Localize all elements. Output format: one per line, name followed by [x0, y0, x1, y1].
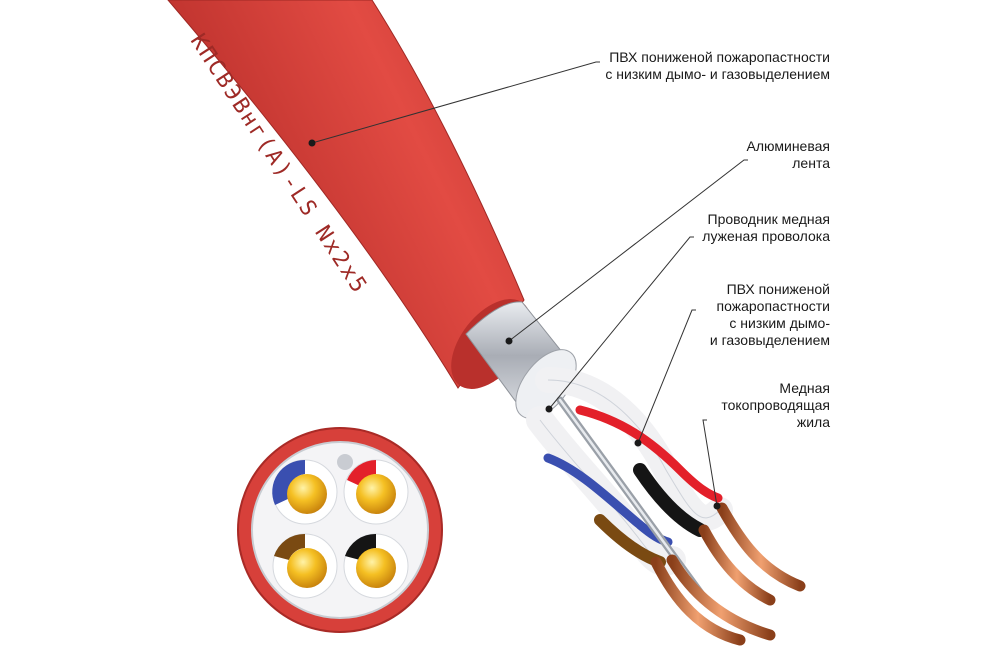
twisted-pairs: [526, 367, 733, 576]
leader-outer-sheath: [311, 61, 600, 144]
core-black: [343, 533, 409, 599]
leader-aluminum-tape: [508, 159, 748, 342]
leader-core-insulation: [637, 309, 696, 444]
label-drain-wire: Проводник медная луженая проволока: [702, 211, 830, 244]
label-copper-core: Медная токопроводящая жила: [721, 380, 830, 430]
label-outer-sheath: ПВХ пониженой пожаропастности с низким д…: [605, 49, 830, 82]
leader-lines: [308, 61, 748, 510]
core-brown: [272, 533, 338, 599]
core-red: [343, 459, 409, 525]
label-core-insulation: ПВХ пониженой пожаропастности с низким д…: [709, 281, 830, 348]
core-blue: [272, 459, 338, 525]
leader-copper-core: [702, 419, 718, 507]
leader-drain-wire: [548, 236, 694, 410]
cable-cross-section: [237, 427, 443, 633]
copper-strands: [650, 502, 806, 646]
label-aluminum-tape: Алюминевая лента: [746, 138, 830, 171]
